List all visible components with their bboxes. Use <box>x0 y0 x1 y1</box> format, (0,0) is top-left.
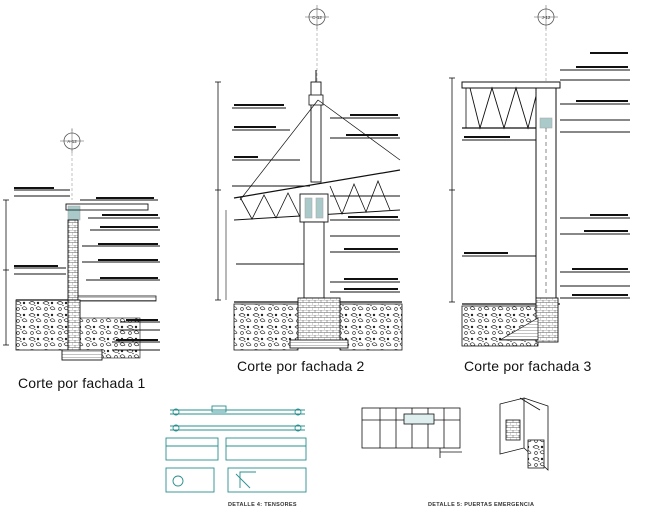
section-title-1: Corte por fachada 1 <box>18 375 146 391</box>
detail-5-drawing <box>361 397 549 471</box>
detail-4-drawing <box>165 405 307 493</box>
section-2-drawing <box>215 5 403 351</box>
section-3-drawing <box>449 5 630 347</box>
section-title-2: Corte por fachada 2 <box>237 358 365 374</box>
section-title-3: Corte por fachada 3 <box>464 358 592 374</box>
axis-tag-3: J-12 <box>542 15 551 20</box>
section-1-drawing <box>3 128 160 361</box>
axis-tag-1: A-12 <box>67 139 77 144</box>
detail-caption-5: DETALLE 5: PUERTAS EMERGENCIA <box>428 502 535 508</box>
detail-caption-4: DETALLE 4: TENSORES <box>228 502 297 508</box>
axis-tag-2: C-12 <box>312 15 322 20</box>
